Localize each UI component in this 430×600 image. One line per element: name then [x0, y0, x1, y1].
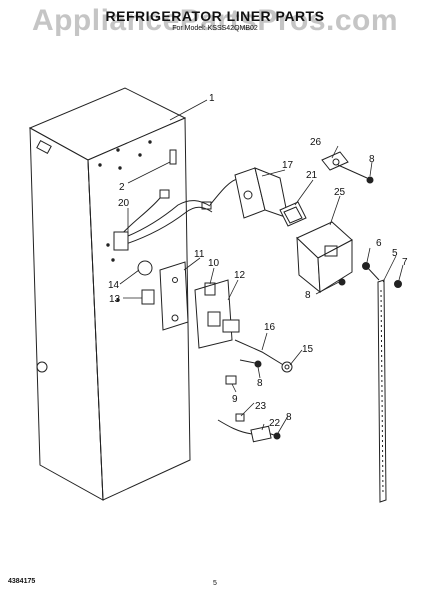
control-housing	[209, 167, 289, 219]
housing-cover	[296, 221, 353, 294]
callout-26: 26	[310, 137, 322, 148]
callout-8: 8	[369, 154, 375, 165]
callout-14: 14	[108, 280, 120, 291]
callout-8: 8	[286, 412, 292, 423]
cabinet-liner	[28, 87, 191, 501]
callout-11: 11	[194, 249, 205, 260]
clip-9	[225, 375, 237, 385]
callout-6: 6	[376, 238, 382, 249]
part-number: 4384175	[8, 578, 36, 585]
callout-20: 20	[118, 198, 130, 209]
callout-21: 21	[306, 170, 318, 181]
switch-22	[217, 413, 272, 443]
leader-lines	[119, 99, 404, 434]
callout-labels: 1 2 20 17 21 25 26 8 6 5 7 8 11 10 12 16…	[108, 93, 408, 429]
callout-13: 13	[109, 294, 121, 305]
wire-nut	[281, 361, 293, 373]
callout-10: 10	[208, 258, 220, 269]
wire-16	[234, 339, 286, 367]
callout-9: 9	[232, 394, 238, 405]
callout-5: 5	[392, 248, 398, 259]
callout-17: 17	[282, 160, 294, 171]
page-number: 5	[213, 580, 217, 587]
light-bracket	[159, 261, 240, 349]
callout-22: 22	[269, 418, 281, 429]
light-rail	[362, 262, 402, 503]
screw	[239, 359, 262, 368]
callout-7: 7	[402, 257, 408, 268]
page-header: REFRIGERATOR LINER PARTS For Model: KSSS…	[0, 8, 430, 32]
liner-clip	[169, 149, 177, 165]
callout-15: 15	[302, 344, 314, 355]
light-bulb	[137, 260, 153, 276]
wire-harness	[113, 189, 213, 251]
callout-12: 12	[234, 270, 246, 281]
light-cover	[141, 289, 155, 305]
callout-16: 16	[264, 322, 276, 333]
model-subtitle: For Model: KSSS42QMB02	[172, 25, 258, 32]
callout-1: 1	[209, 93, 215, 104]
callout-8: 8	[305, 290, 311, 301]
screw	[338, 278, 346, 286]
callout-2: 2	[119, 182, 125, 193]
callout-25: 25	[334, 187, 346, 198]
page-title: REFRIGERATOR LINER PARTS	[105, 8, 325, 24]
screw	[337, 164, 374, 184]
callout-23: 23	[255, 401, 267, 412]
gasket	[279, 201, 307, 227]
callout-8: 8	[257, 378, 263, 389]
watermark: AppliancePartsPros.com	[31, 4, 399, 37]
